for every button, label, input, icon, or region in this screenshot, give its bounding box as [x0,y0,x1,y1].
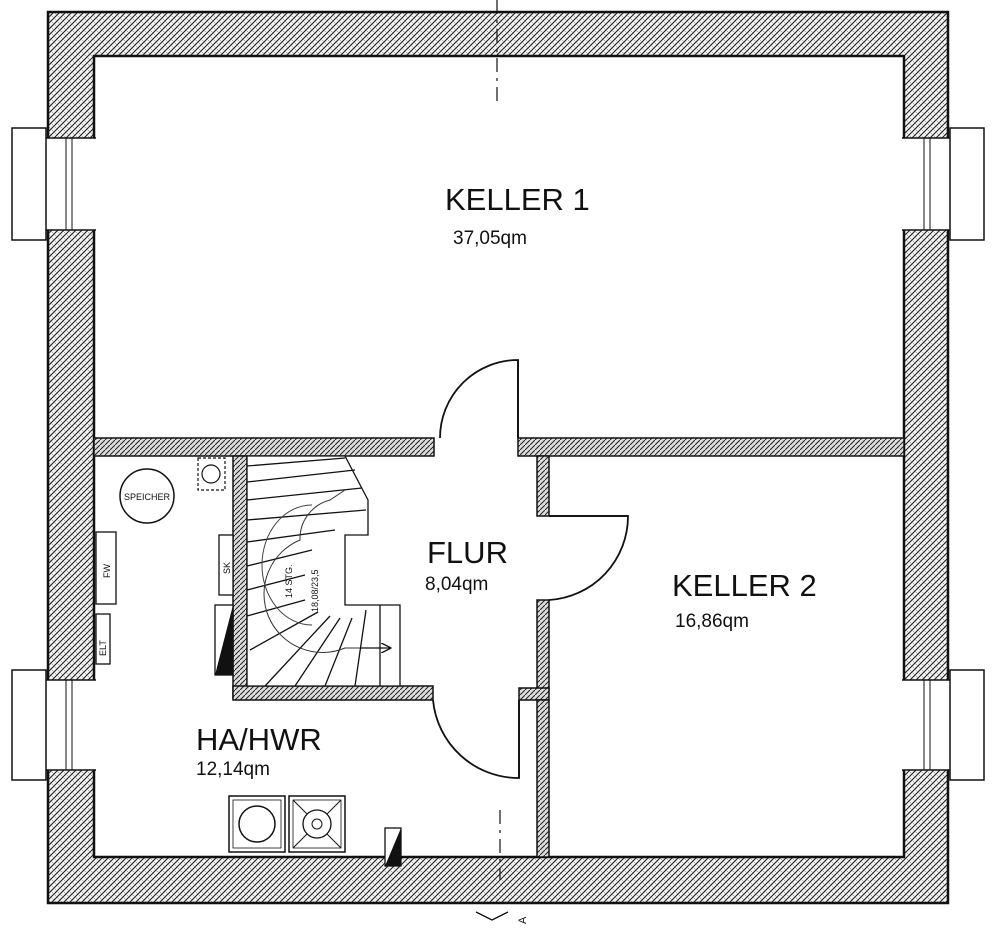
room-area-hahwr: 12,14qm [196,759,270,780]
stair-walkline [263,489,380,653]
door-keller2 [548,515,629,601]
room-name-keller2: KELLER 2 [672,568,817,603]
door-hahwr [432,699,520,779]
window-right-top [902,127,985,241]
room-name-hahwr: HA/HWR [196,722,322,757]
outer-wall [46,10,950,905]
stair [246,455,401,687]
fw-box: FW [95,531,117,605]
sk-box: SK [218,534,234,596]
window-left-top [11,127,96,241]
section-marker-label: A [517,916,529,924]
room-area-keller2: 16,86qm [675,611,749,632]
heating-distribution [214,604,234,676]
elt-label: ELT [98,640,108,656]
stair-steps-label: 14 STG. [284,564,294,598]
room-name-keller1: KELLER 1 [445,182,590,217]
section-marker-a [475,911,509,921]
elt-box: ELT [95,613,111,665]
floor-drain [384,827,402,867]
window-left-bottom [11,669,96,781]
dryer [288,795,346,853]
washing-machine [228,795,286,853]
section-line [496,0,501,880]
fw-label: FW [102,564,112,578]
speicher-tank: SPEICHER [119,468,175,524]
speicher-label: SPEICHER [124,492,171,502]
room-area-flur: 8,04qm [425,574,488,595]
door-keller1 [439,359,519,439]
window-right-bottom [902,669,985,781]
room-area-keller1: 37,05qm [453,228,527,249]
sk-label: SK [222,562,232,574]
stair-rise-label: 18,08/23,5 [310,569,320,612]
interior-walls [93,437,905,858]
chimney-fixture [197,457,226,491]
room-name-flur: FLUR [427,535,508,570]
